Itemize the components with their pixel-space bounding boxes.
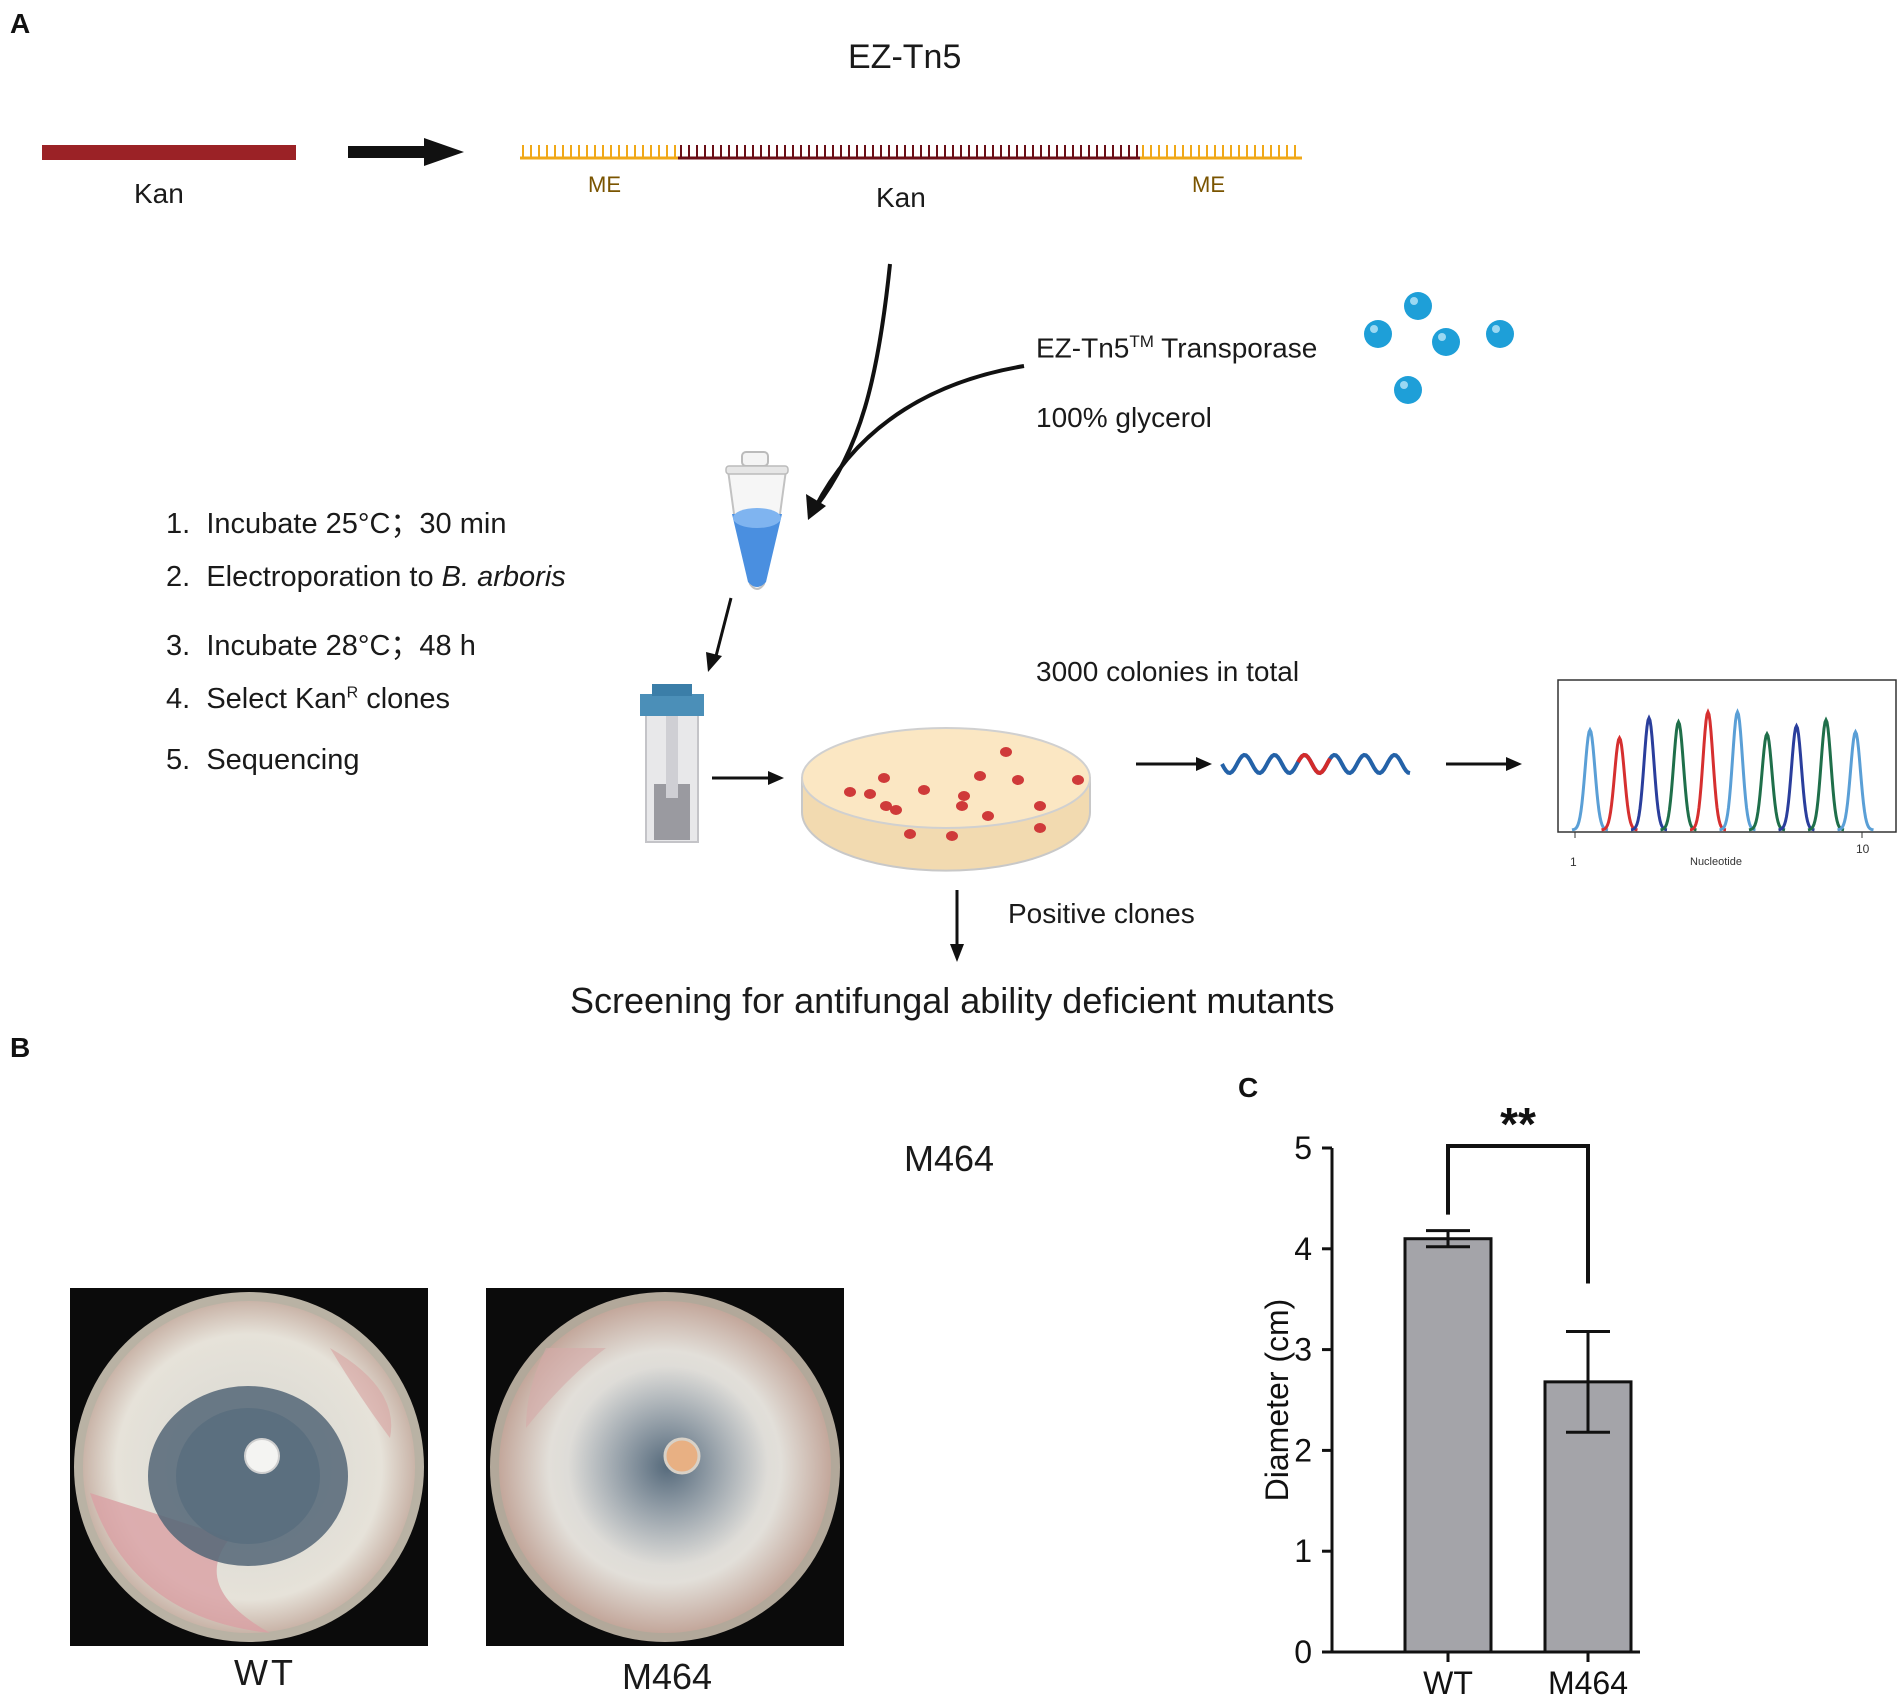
wt-plate-label: WT: [234, 1652, 296, 1693]
mutant-plate-image: [490, 1292, 840, 1642]
y-axis-label: Diameter (cm): [1259, 1299, 1295, 1502]
mutant-plate-photo: [486, 1288, 844, 1646]
chromatogram-peak: [1807, 716, 1845, 832]
transposase-label: EZ-Tn5TM Transporase: [1036, 332, 1317, 364]
ez-tn5-title: EZ-Tn5: [848, 38, 962, 76]
cuvette-icon: [640, 684, 704, 843]
step-1-number: 1.: [166, 508, 191, 540]
chromatogram-icon: [1557, 679, 1897, 838]
chromatogram-peak: [1778, 722, 1815, 832]
chromatogram-peak: [1837, 728, 1874, 832]
step-3-text: Incubate 28°C；48 h: [206, 630, 476, 662]
chromatogram-peak: [1689, 708, 1727, 832]
trademark-sup: TM: [1129, 332, 1154, 351]
chromatogram-peak: [1571, 726, 1609, 832]
chromatogram-peak: [1748, 730, 1786, 832]
chromatogram-tick-end: 10: [1856, 842, 1870, 856]
step-4: 4. Select KanR clones: [166, 683, 566, 744]
y-tick-label: 4: [1294, 1231, 1312, 1267]
bar-wt: [1403, 1237, 1493, 1654]
step-5: 5. Sequencing: [166, 744, 566, 805]
screening-label: Screening for antifungal ability deficie…: [570, 980, 1335, 1021]
y-tick-label: 5: [1294, 1130, 1312, 1166]
step-3-number: 3.: [166, 630, 191, 662]
mutant-result-label: M464: [904, 1138, 995, 1179]
x-tick-label: M464: [1548, 1665, 1628, 1696]
kan-label: Kan: [134, 178, 184, 209]
significance-label: **: [1500, 1098, 1536, 1150]
x-tick-label: WT: [1423, 1665, 1473, 1696]
eppendorf-tube-icon: [725, 451, 789, 590]
wt-plate-photo: [70, 1288, 428, 1646]
me-left-label: ME: [588, 172, 621, 197]
chromatogram-peak: [1601, 734, 1638, 832]
colonies-label: 3000 colonies in total: [1036, 656, 1300, 687]
chromatogram-peak: [1719, 708, 1756, 832]
step-4-text: Select Kan: [206, 683, 347, 715]
transposase-suffix: Transporase: [1153, 332, 1318, 364]
y-tick-label: 1: [1294, 1533, 1312, 1569]
petri-dish-icon: [801, 727, 1091, 872]
chromatogram-tick-start: 1: [1570, 855, 1577, 869]
step-4-number: 4.: [166, 683, 191, 715]
step-1-text: Incubate 25°C；30 min: [206, 508, 507, 540]
colonies-icon: [844, 747, 1084, 841]
cuvette-arrowhead-icon: [706, 652, 722, 672]
chromatogram-peak: [1630, 714, 1668, 832]
kan-transposon-label: Kan: [876, 182, 926, 213]
kan-gene-bar: [42, 145, 296, 160]
step-4-suffix: clones: [358, 683, 451, 715]
significance-bracket: [1446, 1144, 1590, 1284]
transposon-dna-icon: [520, 145, 1302, 160]
step-3: 3. Incubate 28°C；48 h: [166, 622, 566, 683]
workflow-diagram: [42, 138, 1897, 962]
chromatogram-peak: [1660, 718, 1697, 832]
y-tick-label: 3: [1294, 1332, 1312, 1368]
step-5-text: Sequencing: [206, 744, 360, 776]
resistance-sup: R: [346, 684, 359, 702]
mutant-plate-label: M464: [622, 1656, 713, 1697]
glycerol-label: 100% glycerol: [1036, 402, 1212, 433]
step-2: 2. Electroporation to B. arboris: [166, 561, 566, 622]
transposase-name: EZ-Tn5: [1036, 332, 1130, 364]
step-5-number: 5.: [166, 744, 191, 776]
tube-arrowhead-icon: [806, 494, 826, 520]
organism-name: B. arboris: [441, 561, 566, 593]
panel-label-b: B: [10, 1032, 31, 1063]
panel-label-c: C: [1238, 1072, 1259, 1103]
conversion-arrow-icon: [348, 138, 464, 166]
positive-clones-label: Positive clones: [1008, 898, 1195, 929]
wt-plate-image: [74, 1292, 424, 1642]
protocol-steps: 1. Incubate 25°C；30 min 2. Electroporati…: [166, 500, 566, 805]
step-2-number: 2.: [166, 561, 191, 593]
y-tick-label: 2: [1294, 1432, 1312, 1468]
transposase-beads-icon: [1364, 292, 1514, 404]
curved-arrows-icon: [813, 263, 1025, 510]
step-2-text: Electroporation to: [206, 561, 442, 593]
panel-label-a: A: [10, 8, 31, 39]
me-right-label: ME: [1192, 172, 1225, 197]
y-tick-label: 0: [1294, 1634, 1312, 1670]
chromatogram-xlabel: Nucleotide: [1690, 856, 1742, 868]
step-1: 1. Incubate 25°C；30 min: [166, 500, 566, 561]
